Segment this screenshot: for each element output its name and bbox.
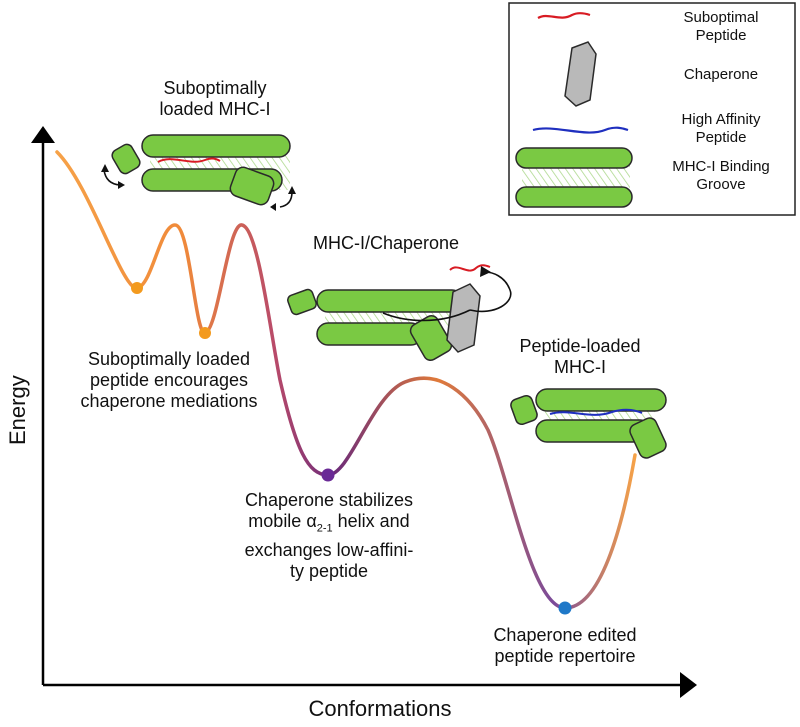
domain-right	[629, 417, 667, 459]
motion-arrow-left	[103, 169, 121, 186]
complex-state-title: MHC-I/Chaperone	[312, 233, 460, 253]
legend-label-mhc-groove: MHC-I Binding Groove	[672, 158, 770, 193]
alpha1-helix	[535, 388, 667, 412]
chaperone-shape	[446, 283, 481, 353]
stabilizes-note-line1: Chaperone stabilizes	[244, 490, 414, 510]
peptide-loaded-mhc-structure	[510, 388, 667, 459]
legend-label-high-affinity-peptide: High Affinity Peptide	[681, 111, 761, 146]
stabilizes-note-line4: ty peptide	[289, 560, 369, 581]
high-affinity-peptide	[549, 408, 643, 416]
mobile-domain-left	[287, 288, 317, 316]
suboptimal-mhc-structure	[101, 134, 296, 211]
legend	[508, 2, 796, 216]
mhc-chaperone-structure	[287, 264, 512, 362]
suboptimal-note: Suboptimally loaded peptide encourages c…	[80, 349, 258, 411]
stabilizes-note-line2: mobile α2-1 helix and	[248, 511, 410, 535]
alpha2-helix	[316, 322, 423, 346]
suboptimal-state-title: Suboptimally loaded MHC-I	[159, 78, 271, 119]
legend-suboptimal-peptide-swatch	[537, 12, 591, 20]
alpha1-helix	[316, 289, 464, 313]
x-axis	[43, 672, 697, 698]
x-axis-label: Conformations	[308, 696, 452, 721]
mobile-domain-left	[111, 143, 141, 175]
legend-label-suboptimal-peptide: Suboptimal Peptide	[683, 9, 759, 44]
exchanging-peptide	[449, 264, 491, 272]
arrow-head-icon	[480, 266, 491, 277]
minimum-marker-3	[321, 468, 335, 482]
arrow-head-icon	[101, 164, 109, 172]
y-axis-label: Energy	[5, 375, 30, 445]
legend-chaperone-swatch	[564, 41, 597, 107]
stabilizes-note: Chaperone stabilizes mobile α2-1 helix a…	[222, 490, 436, 582]
arrow-head-icon	[118, 181, 125, 189]
minimum-marker-1	[131, 282, 143, 294]
legend-groove-helix-bottom	[515, 186, 633, 208]
exchange-arrow-tail	[382, 309, 471, 322]
arrow-head-icon	[270, 203, 276, 211]
x-axis-arrow-icon	[680, 672, 697, 698]
exchange-arrow	[469, 271, 512, 313]
energy-curve	[55, 150, 637, 610]
y-axis-arrow-icon	[31, 126, 55, 143]
motion-arrow-right	[279, 191, 293, 208]
domain-left	[510, 394, 538, 426]
loaded-state-title: Peptide-loaded MHC-I	[519, 336, 641, 377]
minimum-marker-2	[199, 327, 211, 339]
arrow-head-icon	[288, 186, 296, 194]
edited-repertoire-note: Chaperone edited peptide repertoire	[493, 625, 637, 666]
legend-label-chaperone: Chaperone	[683, 66, 759, 83]
suboptimal-peptide	[157, 157, 221, 163]
legend-high-affinity-peptide-swatch	[532, 126, 629, 134]
legend-groove-helix-top	[515, 147, 633, 169]
y-axis	[31, 126, 55, 685]
minimum-marker-4	[558, 601, 572, 615]
mobile-domain-right	[229, 166, 275, 206]
stabilizes-note-line3: exchanges low-affini-	[244, 539, 414, 560]
alpha1-helix	[141, 134, 291, 158]
